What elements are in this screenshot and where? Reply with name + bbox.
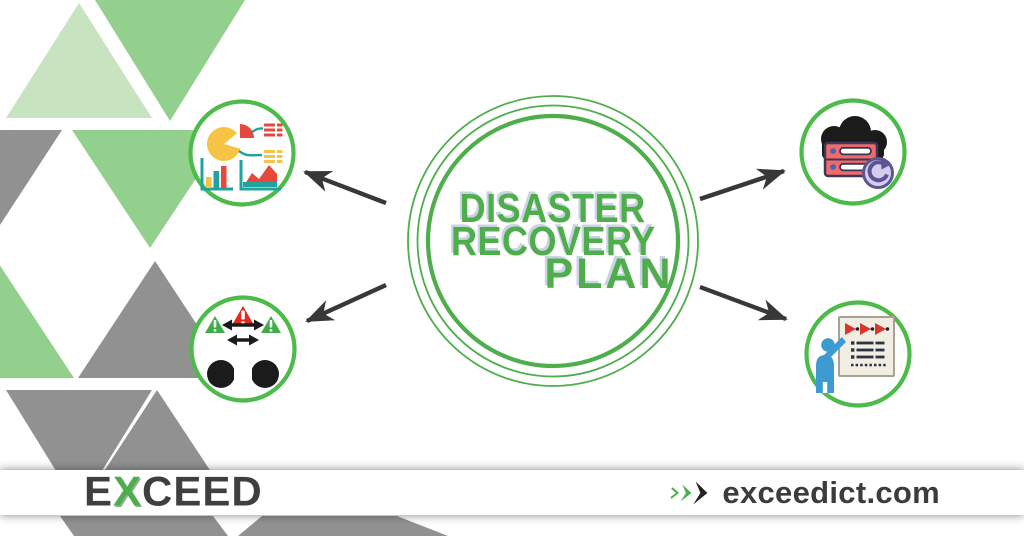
page-title: DISASTER RECOVERY PLAN — [383, 185, 723, 298]
exchange-arrows — [222, 319, 264, 346]
arrow-to-top-right — [699, 168, 786, 202]
website-link[interactable]: exceedict.com — [667, 475, 940, 511]
title-line-2: RECOVERY — [450, 218, 656, 264]
node-bottom-right — [802, 298, 914, 410]
center-circle-rings — [407, 95, 699, 387]
timeline-arrows — [845, 323, 890, 335]
footer-band: EXCEED exceedict.com — [0, 467, 1024, 515]
logo-part-1: E — [84, 467, 114, 515]
plan-training-presentation-icon — [804, 300, 912, 408]
node-top-left — [186, 97, 298, 209]
yellow-list-lines — [264, 150, 283, 163]
node-top-right — [797, 96, 909, 208]
exceed-logo: EXCEED — [84, 467, 263, 515]
risk-communication-icon — [189, 295, 297, 403]
title-line-1: DISASTER — [460, 185, 646, 231]
restore-badge — [862, 157, 894, 189]
node-bottom-left — [187, 293, 299, 405]
talking-heads — [207, 360, 279, 388]
presenter-person — [816, 337, 846, 393]
cloud-data-backup-icon — [799, 98, 907, 206]
arrow-to-top-left — [303, 169, 387, 206]
arrow-to-bottom-right — [699, 284, 788, 322]
website-text[interactable]: exceedict.com — [722, 474, 940, 510]
analytics-dashboard-icon — [188, 99, 296, 207]
triple-chevron-icon — [670, 481, 708, 504]
arrow-to-bottom-left — [305, 282, 387, 324]
logo-part-x: X — [113, 467, 143, 515]
red-list-lines — [264, 123, 283, 137]
title-line-3: PLAN — [544, 250, 674, 298]
logo-part-2: CEED — [142, 467, 263, 515]
bullet-list — [851, 341, 886, 367]
